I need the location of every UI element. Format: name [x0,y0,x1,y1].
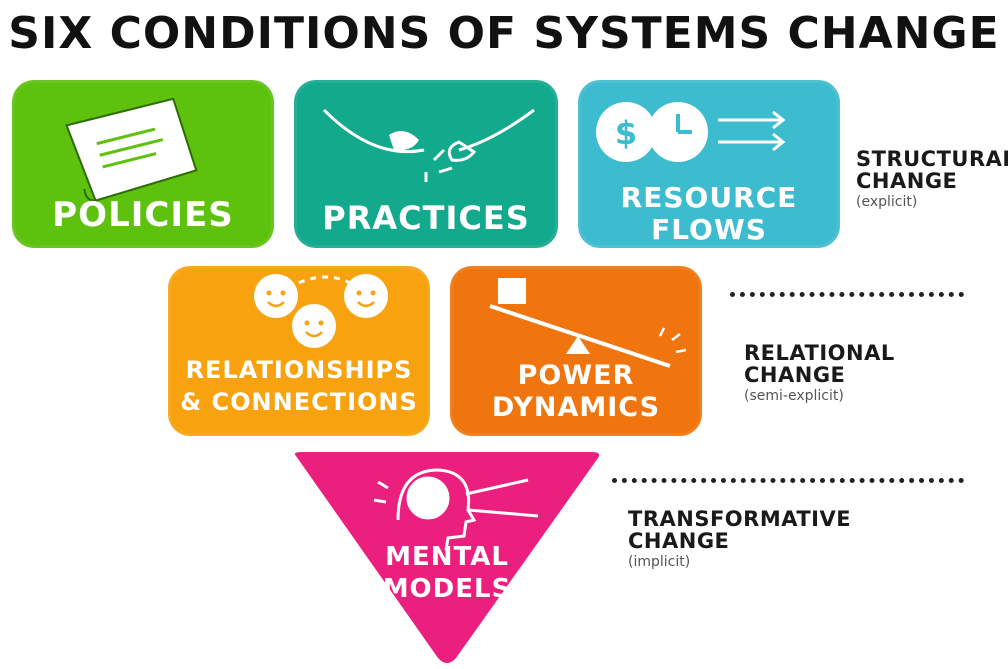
handshake-icon [322,108,535,182]
mental-models-label-line2: MODELS [382,574,512,604]
divider-dots-transformative [612,478,964,483]
mental-models-triangle: MENTAL MODELS [288,450,606,666]
arrow-icon [718,110,786,152]
document-icon [65,97,198,202]
power-dynamics-label-line1: POWER [517,360,635,391]
relationships-label-line2: & CONNECTIONS [180,388,418,416]
relationships-card: RELATIONSHIPS & CONNECTIONS [168,266,430,436]
policies-card: POLICIES [12,80,274,248]
relationships-label-line1: RELATIONSHIPS [185,356,413,384]
diagram-title: SIX CONDITIONS OF SYSTEMS CHANGE [8,8,1000,59]
structural-change-label: STRUCTURAL CHANGE (explicit) [856,148,1008,210]
brain-head-icon [373,468,539,551]
relational-change-label: RELATIONAL CHANGE (semi-explicit) [744,342,895,404]
structural-change-note: (explicit) [856,194,918,211]
resource-icons: $ [596,102,786,162]
transformative-change-title: TRANSFORMATIVE CHANGE [628,507,852,554]
resource-flows-label-line2: FLOWS [651,213,767,246]
relational-change-title: RELATIONAL CHANGE [744,341,895,388]
clock-coin-icon [648,102,708,162]
smiley-faces-icon [254,274,388,348]
resource-flows-card: $ RESOURCE FLOWS [578,80,840,248]
relational-change-note: (semi-explicit) [744,388,844,405]
structural-change-title: STRUCTURAL CHANGE [856,147,1008,194]
mental-models-label-line1: MENTAL [385,542,509,572]
svg-text:$: $ [615,114,637,152]
policies-label: POLICIES [52,195,234,235]
practices-card: PRACTICES [294,80,558,248]
divider-dots-relational [730,292,964,297]
transformative-change-label: TRANSFORMATIVE CHANGE (implicit) [628,508,851,570]
power-dynamics-label-line2: DYNAMICS [491,392,661,423]
resource-flows-label-line1: RESOURCE [620,181,798,214]
dollar-coin-icon: $ [596,102,656,162]
practices-label: PRACTICES [322,199,530,237]
seesaw-icon [489,278,687,368]
power-dynamics-card: POWER DYNAMICS [450,266,702,436]
transformative-change-note: (implicit) [628,554,691,571]
